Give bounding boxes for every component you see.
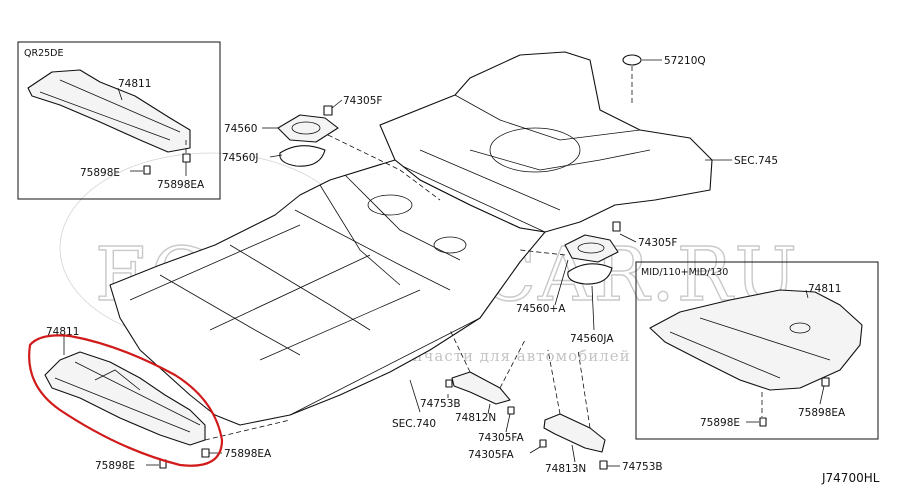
rear-crossmember bbox=[399, 164, 546, 233]
label-74560a: 74560+A bbox=[516, 303, 566, 315]
floor-rail-2 bbox=[209, 254, 371, 331]
inset-left-clip-icon bbox=[182, 153, 191, 163]
floor-crossmember-1 bbox=[159, 274, 301, 356]
main-clip-icon bbox=[201, 448, 210, 458]
plug-57210q: 57210Q bbox=[622, 54, 706, 105]
bracket-74813n: 74305FA 74813N 74753B bbox=[468, 349, 663, 475]
floor-crossmember-2 bbox=[229, 244, 371, 331]
floor-crossmember-3 bbox=[294, 209, 451, 291]
inset-qr25de: QR25DE 74811 75898E 75898EA bbox=[17, 41, 221, 200]
inset-right-bolt-icon bbox=[759, 417, 767, 427]
inset-left-label-75898e: 75898E bbox=[80, 167, 120, 179]
label-74305f-lower: 74305F bbox=[638, 237, 677, 249]
bracket-74812n-icon bbox=[451, 371, 511, 405]
main-undercover: 74811 75898EA 75898E bbox=[44, 326, 291, 472]
label-74305fa: 74305FA bbox=[478, 432, 524, 444]
highlight-ring bbox=[28, 334, 224, 467]
bracket-74812n: 74753B 74812N 74305FA bbox=[420, 329, 526, 444]
floor-hole bbox=[367, 194, 413, 216]
floor-rail-1 bbox=[129, 224, 301, 301]
inset-mid-frame bbox=[635, 261, 879, 440]
clip-74305fa-2-icon bbox=[539, 439, 547, 448]
center-tunnel-left bbox=[319, 184, 401, 286]
cover-74560-icon bbox=[277, 114, 339, 143]
spare-tire-well bbox=[489, 127, 581, 173]
label-74560ja: 74560JA bbox=[570, 333, 614, 345]
plug-icon bbox=[622, 54, 642, 66]
label-74753b-b: 74753B bbox=[622, 461, 663, 473]
cap-74305f-lower-icon bbox=[612, 221, 621, 232]
label-74813n: 74813N bbox=[545, 463, 586, 475]
label-74560j: 74560J bbox=[222, 152, 259, 164]
label-75898ea-main: 75898EA bbox=[224, 448, 272, 460]
inset-mid: MID/110+MID/130 74811 75898EA 75898E bbox=[635, 261, 879, 440]
inset-right-label-75898ea: 75898EA bbox=[798, 407, 846, 419]
clip-74305fa-icon bbox=[507, 406, 515, 415]
inset-qr25de-frame bbox=[17, 41, 221, 200]
rear-floor-crease-2 bbox=[469, 149, 651, 171]
inset-left-undercover-icon bbox=[27, 69, 191, 153]
label-74812n: 74812N bbox=[455, 412, 496, 424]
center-tunnel-right bbox=[344, 174, 461, 261]
inset-right-clip-icon bbox=[821, 377, 830, 387]
bracket-74813n-icon bbox=[543, 413, 606, 453]
inset-right-label-74811: 74811 bbox=[808, 283, 841, 295]
inset-right-undercover-icon bbox=[649, 289, 863, 391]
floor-panel-assembly bbox=[109, 51, 713, 426]
lower-access-cover: 74305F 74560+A 74560JA bbox=[516, 221, 677, 345]
inset-left-label-74811: 74811 bbox=[118, 78, 151, 90]
floor-hole-2 bbox=[433, 236, 467, 254]
rear-crossmember-2 bbox=[419, 149, 561, 211]
rear-floor-crease bbox=[454, 94, 641, 141]
inset-right-label-75898e: 75898E bbox=[700, 417, 740, 429]
label-74753b-a: 74753B bbox=[420, 398, 461, 410]
label-74305f-upper: 74305F bbox=[343, 95, 382, 107]
inset-qr25de-title: QR25DE bbox=[24, 48, 63, 59]
diagram-id: J74700HL bbox=[821, 471, 880, 485]
floor-rocker-edge bbox=[289, 317, 481, 416]
floor-rail-3 bbox=[259, 289, 421, 361]
upper-access-cover: 74305F 74560 74560J bbox=[222, 95, 441, 201]
cap-74305f-icon bbox=[323, 105, 333, 116]
label-sec-740: SEC.740 bbox=[392, 418, 436, 430]
inset-left-bolt-icon bbox=[143, 165, 151, 175]
label-sec-745: SEC.745 bbox=[734, 155, 778, 167]
seal-74560ja-icon bbox=[567, 263, 613, 285]
bolt-74753b-2-icon bbox=[599, 460, 608, 470]
inset-left-label-75898ea: 75898EA bbox=[157, 179, 205, 191]
seal-74560j-icon bbox=[279, 145, 326, 167]
label-57210q: 57210Q bbox=[664, 55, 706, 67]
bolt-74753b-icon bbox=[445, 379, 453, 388]
label-74560: 74560 bbox=[224, 123, 257, 135]
upper-cover-leader bbox=[327, 134, 441, 201]
label-74305fa-2: 74305FA bbox=[468, 449, 514, 461]
label-75898e-main: 75898E bbox=[95, 460, 135, 472]
cover-74560a-icon bbox=[564, 234, 619, 263]
inset-mid-title: MID/110+MID/130 bbox=[641, 267, 728, 278]
